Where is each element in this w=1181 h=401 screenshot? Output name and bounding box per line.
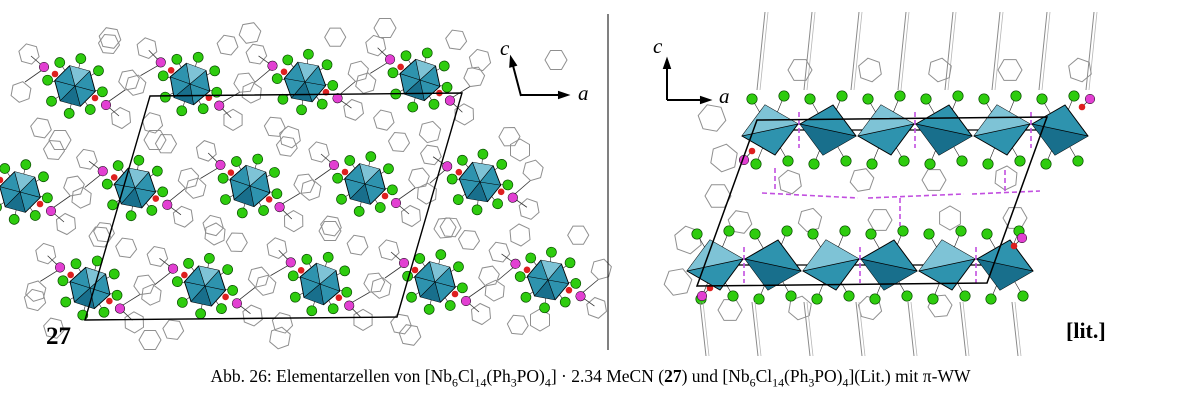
- nb6-cluster: [355, 29, 486, 131]
- right-panel-label: [lit.]: [1066, 318, 1106, 343]
- nb6-cluster: [0, 139, 85, 236]
- cluster-band: [741, 90, 1089, 170]
- left-axis-c-label: c: [500, 36, 510, 60]
- left-axis-a-label: a: [578, 81, 589, 105]
- crystal-structure-figure: [0, 11, 1098, 357]
- nb6-cluster: [10, 33, 140, 139]
- nb6-cluster: [254, 234, 386, 334]
- right-axis-a-label: a: [719, 84, 730, 108]
- left-structure: [0, 18, 612, 350]
- cluster-band: [686, 225, 1034, 305]
- right-structure: [662, 11, 1098, 357]
- left-panel-label: 27: [46, 323, 71, 350]
- right-axis-c-label: c: [653, 34, 663, 58]
- unit-cell-outline-right: [695, 116, 1049, 287]
- unit-cell-outline-left: [84, 92, 463, 321]
- nb6-cluster: [185, 136, 316, 237]
- nb6-cluster: [484, 225, 612, 335]
- nb6-cluster: [416, 126, 544, 238]
- nb6-cluster: [370, 229, 500, 335]
- right-axes: [662, 56, 713, 105]
- nb6-cluster: [141, 232, 270, 340]
- figure-caption: Abb. 26: Elementarzellen von [Nb6Cl14(Ph…: [210, 366, 971, 390]
- nb6-cluster: [71, 134, 200, 243]
- nb6-cluster: [300, 131, 430, 237]
- left-axes: [509, 54, 571, 100]
- nb6-cluster: [25, 237, 156, 339]
- nb6-cluster: [241, 27, 369, 137]
- nb6-cluster: [124, 34, 256, 134]
